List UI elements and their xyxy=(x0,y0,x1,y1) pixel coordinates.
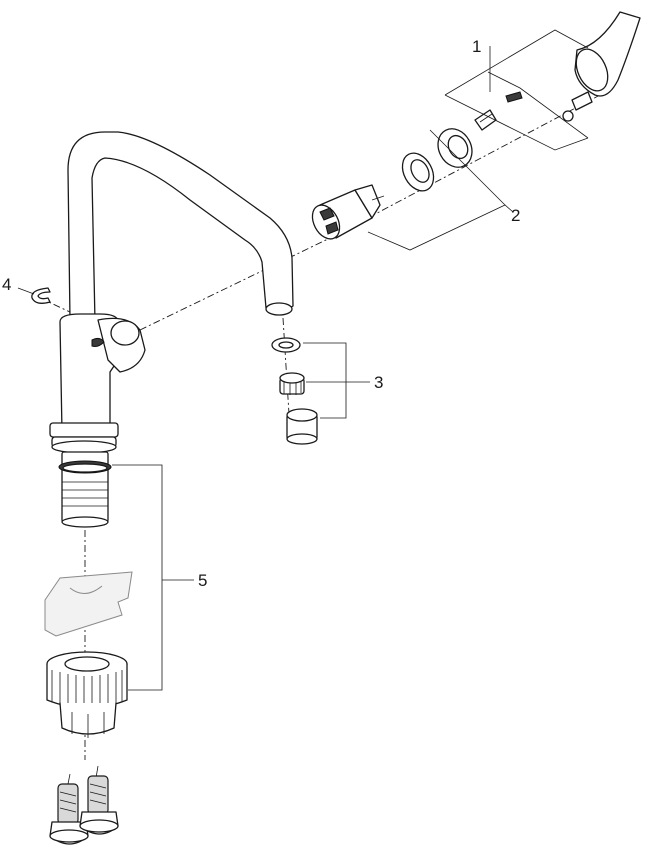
countertop-section xyxy=(44,571,133,637)
callout-labels: 1 2 3 4 5 xyxy=(2,37,520,590)
threaded-shank xyxy=(58,451,112,528)
lever-handle xyxy=(474,11,641,131)
retaining-clip xyxy=(31,287,51,304)
callout-2: 2 xyxy=(511,206,520,225)
callout-5: 5 xyxy=(198,571,207,590)
mounting-nut xyxy=(46,651,128,738)
cartridge-assembly xyxy=(311,128,473,240)
callout-1: 1 xyxy=(472,37,481,56)
callout-3: 3 xyxy=(374,373,383,392)
leader-lines xyxy=(17,29,589,691)
callout-4: 4 xyxy=(2,275,11,294)
supply-hoses xyxy=(49,765,119,845)
faucet-body xyxy=(49,131,294,454)
aerator-set xyxy=(271,337,318,445)
